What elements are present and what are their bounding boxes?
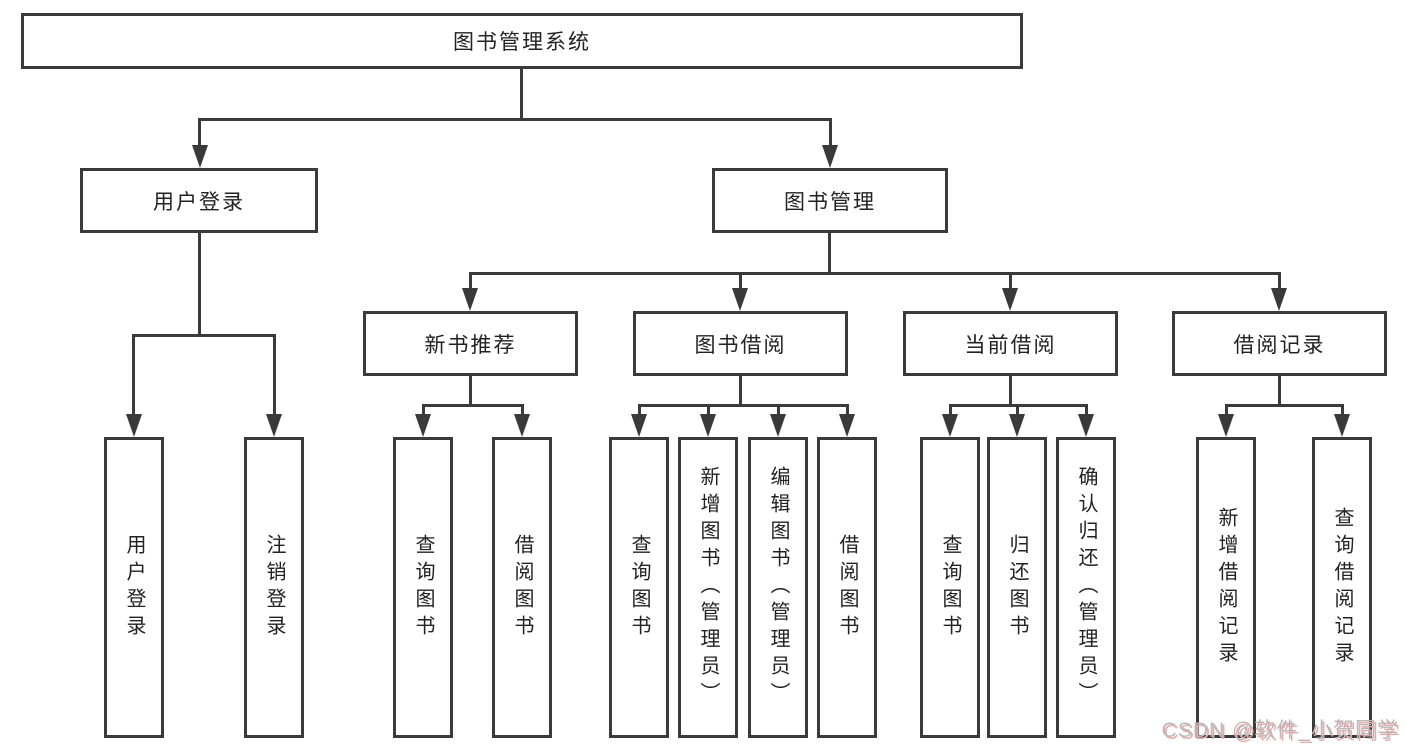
arrow-down-icon bbox=[732, 288, 748, 311]
connector-line bbox=[1016, 404, 1019, 418]
connector-line bbox=[1225, 404, 1228, 418]
node-edit-book-admin: 编辑图书（管理员） bbox=[748, 437, 808, 738]
connector-line bbox=[273, 334, 276, 418]
node-label: 编辑图书（管理员） bbox=[767, 466, 789, 709]
connector-line bbox=[1009, 376, 1012, 406]
connector-line bbox=[132, 334, 276, 337]
connector-line bbox=[1278, 272, 1281, 292]
node-label: 查询借阅记录 bbox=[1331, 506, 1353, 669]
connector-line bbox=[1278, 376, 1281, 406]
connector-line bbox=[469, 376, 472, 406]
node-borrow-books: 借阅图书 bbox=[817, 437, 877, 738]
connector-line bbox=[829, 118, 832, 148]
node-book-borrow: 图书借阅 bbox=[633, 311, 848, 376]
connector-line bbox=[707, 404, 710, 418]
connector-line bbox=[132, 334, 135, 418]
node-label: 查询图书 bbox=[939, 533, 961, 642]
connector-line bbox=[1009, 272, 1012, 292]
node-user-login: 用户登录 bbox=[80, 168, 318, 233]
connector-line bbox=[846, 404, 849, 418]
arrow-down-icon bbox=[1218, 414, 1234, 437]
connector-line bbox=[638, 404, 641, 418]
node-label: 确认归还（管理员） bbox=[1075, 466, 1097, 709]
connector-line bbox=[198, 118, 201, 148]
node-newbook-borrow-books: 借阅图书 bbox=[492, 437, 552, 738]
connector-line bbox=[520, 69, 523, 120]
node-add-book-admin: 新增图书（管理员） bbox=[678, 437, 738, 738]
arrow-down-icon bbox=[942, 414, 958, 437]
node-label: 新增图书（管理员） bbox=[697, 466, 719, 709]
connector-line bbox=[1225, 404, 1343, 407]
connector-line bbox=[1085, 404, 1088, 418]
connector-line bbox=[422, 404, 524, 407]
arrow-down-icon bbox=[1009, 414, 1025, 437]
node-logout: 注销登录 bbox=[244, 437, 304, 738]
node-query-borrow-record: 查询借阅记录 bbox=[1312, 437, 1372, 738]
connector-line bbox=[1341, 404, 1344, 418]
node-label: 注销登录 bbox=[263, 533, 285, 642]
connector-line bbox=[949, 404, 952, 418]
node-label: 用户登录 bbox=[123, 533, 145, 642]
arrow-down-icon bbox=[462, 288, 478, 311]
arrow-down-icon bbox=[192, 145, 208, 168]
csdn-watermark: CSDN @软件_小贺同学 bbox=[1161, 719, 1399, 742]
node-root: 图书管理系统 bbox=[21, 13, 1023, 69]
arrow-down-icon bbox=[415, 414, 431, 437]
node-borrow-query-books: 查询图书 bbox=[609, 437, 669, 738]
connector-line bbox=[422, 404, 425, 418]
node-newbook-query-books: 查询图书 bbox=[393, 437, 453, 738]
connector-line bbox=[739, 272, 742, 292]
arrow-down-icon bbox=[822, 145, 838, 168]
connector-line bbox=[739, 376, 742, 406]
node-label: 借阅图书 bbox=[836, 533, 858, 642]
arrow-down-icon bbox=[514, 414, 530, 437]
arrow-down-icon bbox=[770, 414, 786, 437]
node-book-management: 图书管理 bbox=[712, 168, 948, 233]
arrow-down-icon bbox=[126, 414, 142, 437]
arrow-down-icon bbox=[266, 414, 282, 437]
node-user-login-action: 用户登录 bbox=[104, 437, 164, 738]
node-add-borrow-record: 新增借阅记录 bbox=[1196, 437, 1256, 738]
connector-line bbox=[469, 272, 1281, 275]
connector-line bbox=[638, 404, 848, 407]
arrow-down-icon bbox=[839, 414, 855, 437]
node-current-query-books: 查询图书 bbox=[920, 437, 980, 738]
arrow-down-icon bbox=[1271, 288, 1287, 311]
node-label: 借阅图书 bbox=[511, 533, 533, 642]
arrow-down-icon bbox=[1334, 414, 1350, 437]
arrow-down-icon bbox=[1078, 414, 1094, 437]
connector-line bbox=[777, 404, 780, 418]
node-confirm-return-admin: 确认归还（管理员） bbox=[1056, 437, 1116, 738]
node-borrow-records: 借阅记录 bbox=[1172, 311, 1387, 376]
node-label: 归还图书 bbox=[1006, 533, 1028, 642]
node-new-book-recommend: 新书推荐 bbox=[363, 311, 578, 376]
connector-line bbox=[198, 233, 201, 337]
arrow-down-icon bbox=[631, 414, 647, 437]
node-label: 查询图书 bbox=[412, 533, 434, 642]
connector-line bbox=[198, 118, 832, 121]
connector-line bbox=[828, 233, 831, 274]
node-current-borrow: 当前借阅 bbox=[903, 311, 1118, 376]
connector-line bbox=[521, 404, 524, 418]
node-label: 查询图书 bbox=[628, 533, 650, 642]
connector-line bbox=[469, 272, 472, 292]
node-label: 新增借阅记录 bbox=[1215, 506, 1237, 669]
arrow-down-icon bbox=[1002, 288, 1018, 311]
node-return-books: 归还图书 bbox=[987, 437, 1047, 738]
arrow-down-icon bbox=[700, 414, 716, 437]
